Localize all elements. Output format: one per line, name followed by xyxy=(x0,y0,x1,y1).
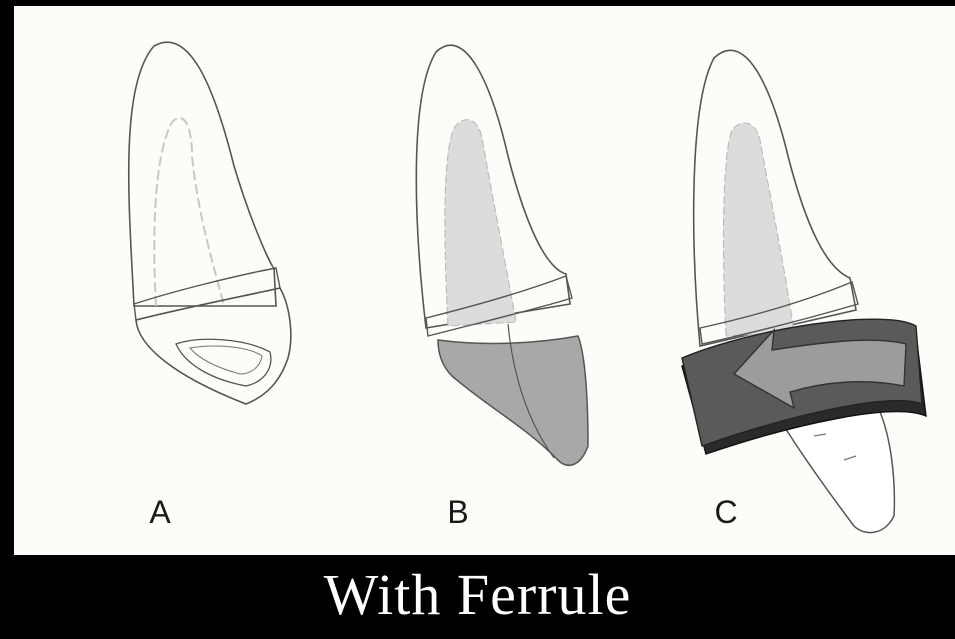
tooth-b-core xyxy=(438,336,588,465)
figure-caption: With Ferrule xyxy=(0,561,955,628)
tooth-a-cej-band xyxy=(134,268,280,320)
tooth-c-diagram xyxy=(682,50,926,532)
tooth-a-root-canal xyxy=(154,118,224,306)
diagram-label-a: A xyxy=(140,494,180,531)
tooth-b-diagram xyxy=(416,45,588,465)
tooth-c-post xyxy=(724,123,794,336)
caption-bar: With Ferrule xyxy=(0,555,955,639)
diagram-label-c: C xyxy=(706,494,746,531)
tooth-a-diagram xyxy=(129,42,291,404)
illustration-panel: A B C xyxy=(14,6,955,555)
tooth-a-root-outline xyxy=(129,42,276,306)
tooth-b-post xyxy=(445,120,516,326)
tooth-diagrams xyxy=(14,6,955,555)
diagram-label-b: B xyxy=(438,494,478,531)
